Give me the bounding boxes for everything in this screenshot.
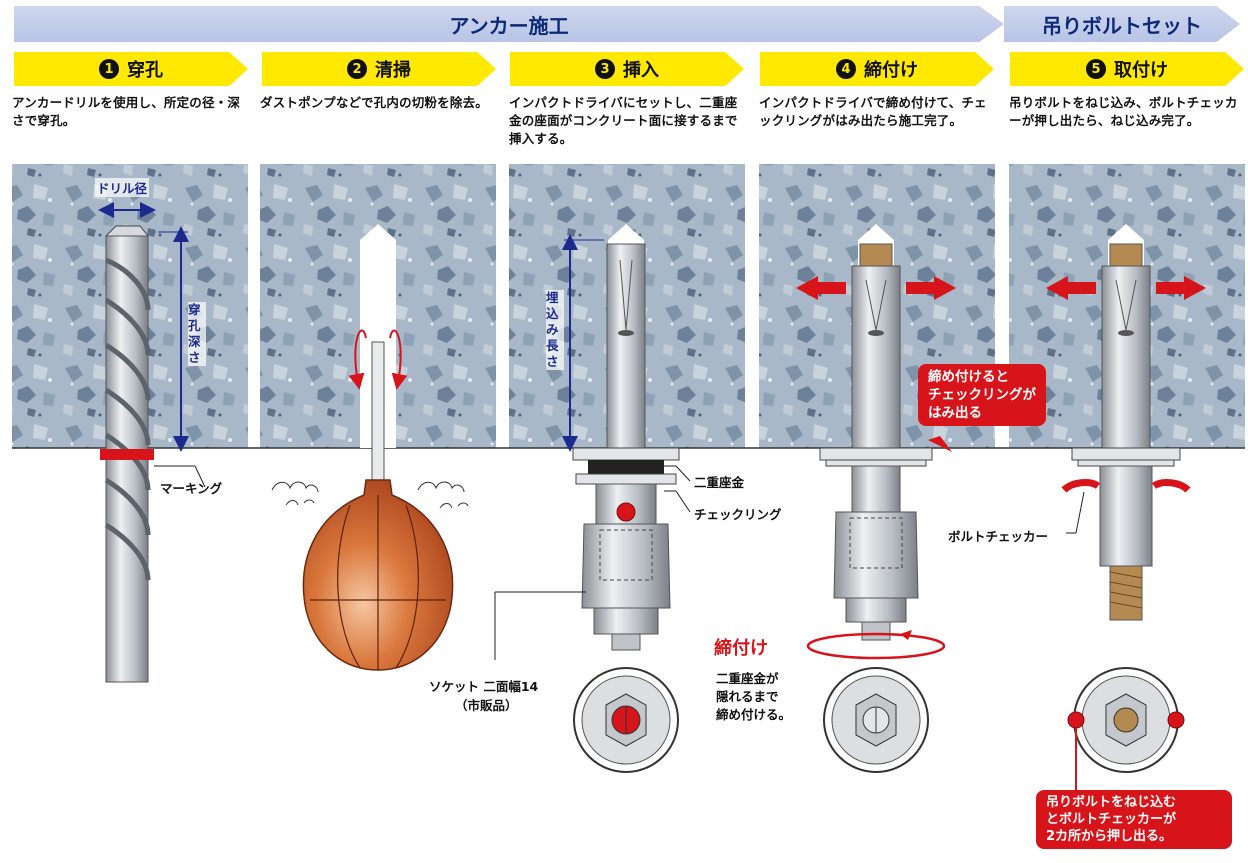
tighten-note-line-1: 二重座金が xyxy=(716,671,779,686)
label-marking: マーキング xyxy=(160,481,223,496)
label-tighten-title: 締付け xyxy=(714,638,768,659)
step-desc-3: インパクトドライバにセットし、二重座金の座面がコンクリート面に接するまで挿入する… xyxy=(509,95,738,146)
label-embed-length: 埋込み長さ xyxy=(546,290,564,370)
step-header-5: 5 取付け xyxy=(1010,52,1244,86)
callout-check-ring-line-3: はみ出る xyxy=(928,405,982,421)
step-header-4: 4 締付け xyxy=(760,52,994,86)
step-number-5: 5 xyxy=(1086,59,1106,79)
tighten-note-line-2: 隠れるまで xyxy=(716,689,779,704)
step-title-3: 挿入 xyxy=(623,60,659,81)
dust-pump xyxy=(271,224,469,671)
callout-bolt-line-2: とボルトチェッカーが xyxy=(1046,812,1177,827)
hanging-bolt-assembly xyxy=(1046,224,1206,790)
drill-dimension-arrows xyxy=(98,202,206,488)
step-title-2: 清掃 xyxy=(375,60,411,81)
callout-check-ring-line-1: 締め付けると xyxy=(928,369,1009,385)
banner-anchor-construction: アンカー施工 xyxy=(14,6,1004,42)
tighten-note: 二重座金が 隠れるまで 締め付ける。 xyxy=(716,670,791,724)
step-desc-2: ダストポンプなどで孔内の切粉を除去。 xyxy=(260,95,488,110)
step-desc-1: アンカードリルを使用し、所定の径・深さで穿孔。 xyxy=(12,95,241,128)
drill-bit xyxy=(100,225,154,683)
tighten-note-line-3: 締め付ける。 xyxy=(716,707,792,722)
anchor-insertion xyxy=(494,224,691,773)
label-double-washer: 二重座金 xyxy=(694,475,745,490)
step-number-3: 3 xyxy=(595,59,615,79)
step-header-2: 2 清掃 xyxy=(262,52,496,86)
step-number-4: 4 xyxy=(836,59,856,79)
step-title-4: 締付け xyxy=(864,60,918,81)
step-title-5: 取付け xyxy=(1114,60,1168,81)
anchor-tightened xyxy=(796,224,956,773)
label-check-ring: チェックリング xyxy=(694,507,782,522)
callout-bolt-line-1: 吊りボルトをねじ込む xyxy=(1046,795,1177,810)
step-header-1: 1 穿孔 xyxy=(14,52,248,86)
label-drill-depth: 穿孔深さ xyxy=(188,302,206,366)
step-number-1: 1 xyxy=(99,59,119,79)
step-header-3: 3 挿入 xyxy=(510,52,744,86)
label-drill-diameter: ドリル径 xyxy=(95,178,150,197)
banner-side-label: 吊りボルトセット xyxy=(1042,13,1202,38)
banner-hanging-bolt-set: 吊りボルトセット xyxy=(1004,6,1240,42)
callout-check-ring: 締め付けると チェックリングが はみ出る xyxy=(918,364,1046,426)
callout-check-ring-line-2: チェックリングが xyxy=(928,387,1036,403)
step-number-2: 2 xyxy=(347,59,367,79)
label-socket-note: （市販品） xyxy=(455,698,518,713)
step-title-1: 穿孔 xyxy=(127,60,163,81)
step-desc-4: インパクトドライバで締め付けて、チェックリングがはみ出たら施工完了。 xyxy=(759,95,987,128)
label-socket: ソケット 二面幅14 xyxy=(429,679,539,694)
label-bolt-checker: ボルトチェッカー xyxy=(948,529,1049,544)
callout-bolt-line-3: 2カ所から押し出る。 xyxy=(1046,829,1173,844)
banner-main-label: アンカー施工 xyxy=(449,13,569,38)
callout-bolt-checker: 吊りボルトをねじ込む とボルトチェッカーが 2カ所から押し出る。 xyxy=(1036,790,1232,849)
step-desc-5: 吊りボルトをねじ込み、ボルトチェッカーが押し出たら、ねじ込み完了。 xyxy=(1009,95,1238,128)
